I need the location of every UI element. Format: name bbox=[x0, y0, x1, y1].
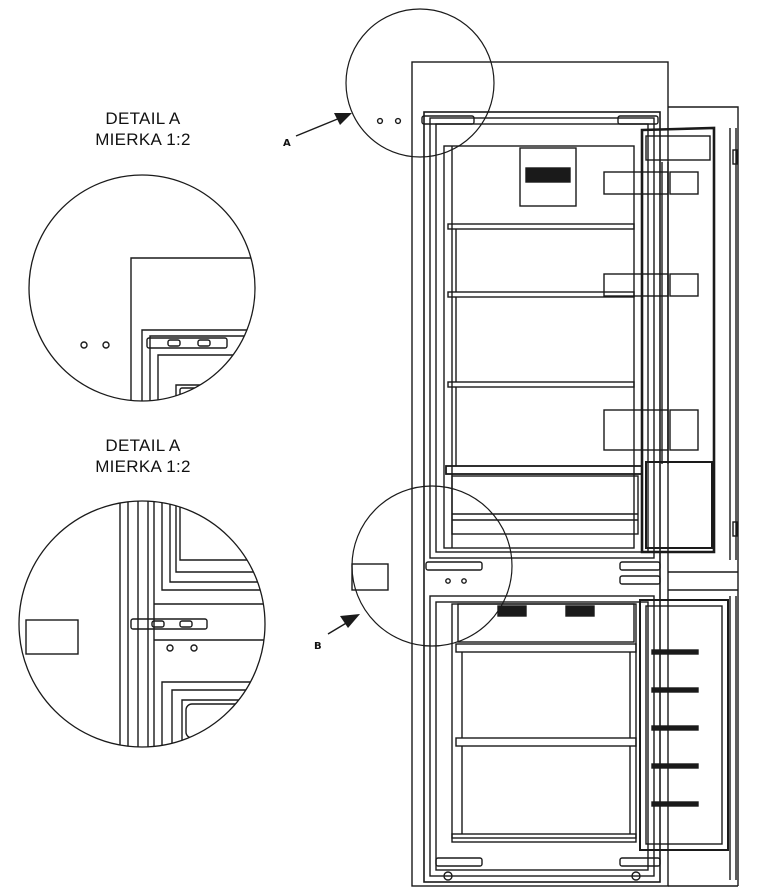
middle-left-hinge bbox=[425, 561, 483, 571]
door-bin-1 bbox=[603, 171, 669, 195]
middle-right-hinge bbox=[619, 561, 661, 571]
door-bin-3 bbox=[603, 409, 669, 451]
fridge-shelf-3 bbox=[447, 381, 635, 388]
callout-circle-a bbox=[345, 8, 495, 158]
crisper-drawer bbox=[451, 475, 639, 535]
fridge-door-open bbox=[603, 126, 738, 560]
fridge-shelf-1 bbox=[447, 223, 635, 230]
arrow-b bbox=[327, 614, 360, 635]
marker-b-label: B bbox=[314, 641, 322, 652]
mounting-bracket-plate bbox=[351, 563, 389, 591]
freezer-door-open bbox=[639, 596, 737, 880]
detail-circle-bottom bbox=[18, 500, 266, 748]
fridge-compartment-frame bbox=[429, 117, 655, 559]
freezer-top-flap bbox=[457, 603, 635, 643]
detail-top-scale: MIERKA 1:2 bbox=[95, 130, 191, 149]
top-left-hinge bbox=[421, 115, 475, 125]
door-bin-2 bbox=[603, 273, 669, 297]
bottom-right-hinge bbox=[619, 857, 661, 867]
detail-circle-top bbox=[28, 174, 256, 402]
detail-bottom-caption: DETAIL A MIERKA 1:2 bbox=[43, 435, 243, 477]
detail-bottom-scale: MIERKA 1:2 bbox=[95, 457, 191, 476]
arrow-a bbox=[295, 113, 352, 137]
detail-bottom-title: DETAIL A bbox=[105, 436, 181, 455]
bottom-left-hinge bbox=[435, 857, 483, 867]
freezer-compartment-frame bbox=[429, 595, 655, 877]
refrigerator-front-view bbox=[351, 61, 739, 887]
fridge-shelf-2 bbox=[447, 291, 635, 298]
detail-top-caption: DETAIL A MIERKA 1:2 bbox=[43, 108, 243, 150]
marker-a-label: A bbox=[283, 138, 291, 149]
top-right-hinge bbox=[617, 115, 659, 125]
freezer-drawer-2-front bbox=[455, 737, 637, 747]
fridge-body bbox=[423, 111, 661, 883]
callout-circle-b bbox=[351, 485, 513, 647]
cabinet-niche-outline bbox=[411, 61, 669, 887]
control-panel bbox=[519, 147, 577, 207]
detail-top-title: DETAIL A bbox=[105, 109, 181, 128]
freezer-drawer-1-front bbox=[455, 643, 637, 653]
door-bottom-bin bbox=[645, 461, 713, 549]
crisper-cover bbox=[445, 465, 643, 475]
control-display bbox=[525, 167, 571, 183]
